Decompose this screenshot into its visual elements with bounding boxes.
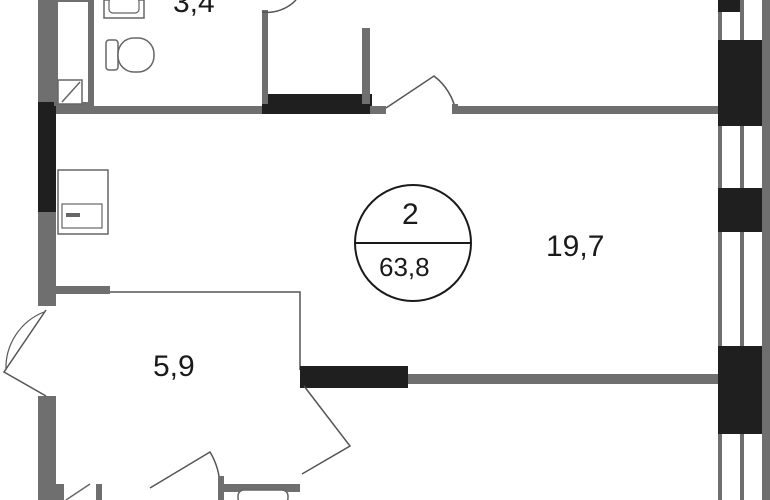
sink-top-inner: [108, 0, 140, 14]
partition-dark-lower: [300, 366, 408, 388]
bathroom-wall-bottom: [56, 106, 262, 114]
window-frame-right-inner: [762, 0, 770, 500]
toilet-tank: [105, 39, 119, 71]
kitchen-faucet: [66, 213, 80, 217]
wall-lower-corridor: [408, 374, 718, 384]
lower-fixture-diag: [65, 483, 91, 500]
bathroom-wall-right: [88, 0, 94, 108]
wall-upper-corridor: [458, 106, 718, 114]
apartment-total-area: 63,8: [379, 252, 430, 282]
partition-stub: [370, 106, 386, 114]
entrance-door-leaf: [5, 311, 45, 371]
duct-box-diagonal: [61, 81, 81, 103]
partition-right-post: [362, 28, 370, 104]
wall-pier-mid: [718, 188, 762, 232]
door-swing-top: [385, 75, 457, 113]
bathroom-area-label: 3,4: [173, 0, 215, 19]
door-jamb-top: [452, 104, 458, 114]
lower-door-arc: [149, 450, 221, 489]
hallway-wall-top: [56, 286, 110, 294]
lower-wall-left: [56, 484, 64, 500]
entrance-door: [2, 309, 47, 397]
exterior-wall-left-dark: [38, 102, 56, 212]
lower-wall-mid: [96, 484, 102, 500]
bathroom-door-arc: [261, 0, 297, 14]
lower-door: [301, 385, 352, 475]
partition-dark: [262, 94, 372, 114]
toilet-bowl: [117, 37, 155, 73]
lower-wall-stub: [218, 476, 224, 500]
lower-fixture: [237, 489, 289, 500]
apartment-rooms-count: 2: [402, 198, 419, 231]
wall-pier-top: [718, 40, 762, 126]
living-room-area-label: 19,7: [546, 230, 605, 263]
hallway-area-label: 5,9: [153, 350, 195, 383]
partition-left-post: [262, 10, 268, 104]
window-frame-right-outer: [718, 0, 722, 500]
exterior-wall-left-lower: [38, 396, 56, 500]
wall-pier-topmost: [718, 0, 740, 12]
window-frame-right-mid: [740, 0, 744, 500]
lower-wall-bar: [224, 484, 300, 492]
wall-pier-low: [718, 346, 762, 434]
hallway-boundary: [110, 291, 301, 370]
